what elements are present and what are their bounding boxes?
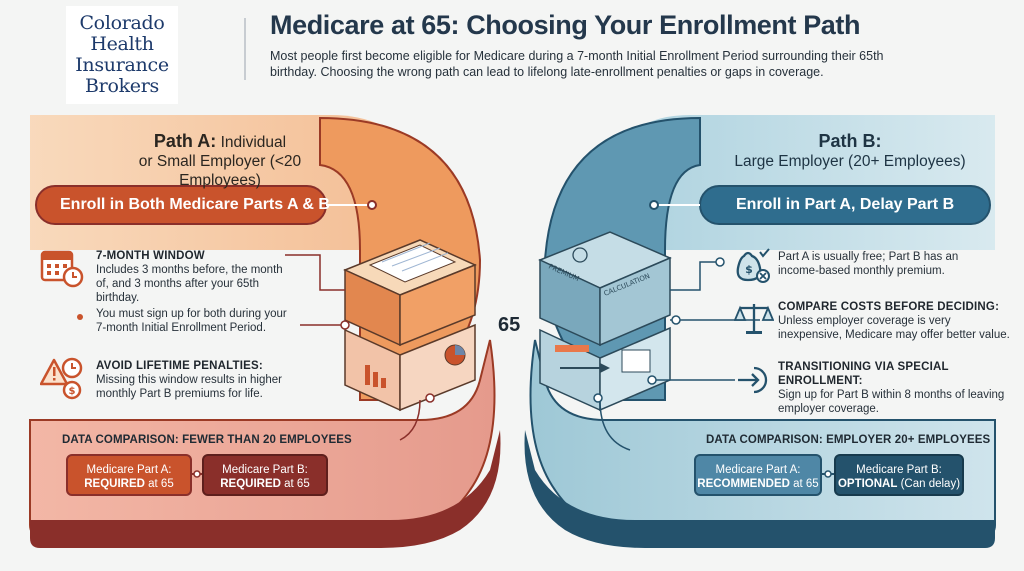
- page-title: Medicare at 65: Choosing Your Enrollment…: [270, 10, 861, 40]
- item-text: Sign up for Part B within 8 months of le…: [778, 389, 1005, 415]
- chip-name: Medicare Part B:: [856, 464, 942, 476]
- path-a-label: Path A:: [153, 131, 217, 151]
- item-heading: AVOID LIFETIME PENALTIES:: [96, 360, 263, 372]
- path-b-item-compare: COMPARE COSTS BEFORE DECIDING: Unless em…: [778, 300, 1010, 342]
- path-a-audience-line1: Individual: [220, 134, 287, 151]
- path-a-cube-stack: [343, 239, 477, 412]
- chip-suffix: at 65: [789, 478, 819, 490]
- item-text: Unless employer coverage is very inexpen…: [778, 315, 1010, 341]
- path-a-chip-part-b: Medicare Part B: REQUIRED at 65: [202, 454, 328, 496]
- chip-suffix: at 65: [280, 478, 310, 490]
- item-text: You must sign up for both during your 7-…: [96, 308, 287, 334]
- path-b-label: Path B:: [818, 131, 882, 151]
- path-a-item-signup: You must sign up for both during your 7-…: [96, 307, 296, 335]
- svg-text:$: $: [745, 263, 753, 276]
- cube-label-premium: PREMIUM: [547, 263, 580, 284]
- calendar-clock-icon: [40, 250, 84, 288]
- item-text: Missing this window results in higher mo…: [96, 374, 282, 400]
- path-b-heading: Path B: Large Employer (20+ Employees): [700, 132, 1000, 171]
- path-a-action: Enroll in Both Medicare Parts A & B: [60, 196, 330, 213]
- cube-label-calculation: CALCULATION: [603, 272, 651, 298]
- money-bag-icon: $: [736, 248, 770, 283]
- path-b-chip-part-a: Medicare Part A: RECOMMENDED at 65: [694, 454, 822, 496]
- chip-status: REQUIRED: [220, 478, 281, 490]
- page-subtitle: Most people first become eligible for Me…: [270, 49, 884, 79]
- chip-suffix: (Can delay): [897, 478, 961, 490]
- path-a-item-penalties: AVOID LIFETIME PENALTIES: Missing this w…: [96, 359, 296, 401]
- title-divider: [244, 18, 246, 80]
- logo-line: Brokers: [85, 75, 159, 97]
- transition-arrow-icon: [738, 366, 768, 394]
- path-a-connectors: [285, 254, 421, 441]
- company-logo: Colorado Health Insurance Brokers: [66, 6, 178, 104]
- svg-text:$: $: [69, 386, 76, 397]
- logo-line: Health: [90, 33, 154, 55]
- path-b-bottom-lip: [524, 430, 995, 548]
- item-heading: COMPARE COSTS BEFORE DECIDING:: [778, 301, 1000, 313]
- chip-name: Medicare Part A:: [86, 464, 172, 476]
- scales-icon: [734, 304, 774, 334]
- path-b-chip-part-b: Medicare Part B: OPTIONAL (Can delay): [834, 454, 964, 496]
- path-b-item-costs: Part A is usually free; Part B has an in…: [778, 250, 978, 278]
- chip-status: REQUIRED: [84, 478, 145, 490]
- logo-line: Insurance: [75, 54, 169, 76]
- item-heading: 7-MONTH WINDOW: [96, 250, 205, 262]
- path-a-chip-part-a: Medicare Part A: REQUIRED at 65: [66, 454, 192, 496]
- item-text: Part A is usually free; Part B has an in…: [778, 251, 959, 277]
- path-a-bottom-lip: [30, 430, 501, 548]
- chip-suffix: at 65: [144, 478, 174, 490]
- path-b-item-transition: TRANSITIONING VIA SPECIAL ENROLLMENT: Si…: [778, 360, 1010, 416]
- item-text: Includes 3 months before, the month of, …: [96, 264, 283, 304]
- path-b-action: Enroll in Part A, Delay Part B: [736, 196, 955, 213]
- chip-name: Medicare Part B:: [222, 464, 308, 476]
- warning-clock-dollar-icon: $: [40, 357, 83, 400]
- chip-name: Medicare Part A:: [715, 464, 801, 476]
- path-a-comparison-title: DATA COMPARISON: FEWER THAN 20 EMPLOYEES: [62, 434, 352, 446]
- path-a-heading: Path A: Individual or Small Employer (<2…: [100, 132, 340, 190]
- age-65-label: 65: [498, 314, 521, 336]
- path-a-audience-line2: or Small Employer (<20 Employees): [138, 153, 302, 189]
- path-b-cube-stack: [538, 231, 672, 412]
- path-b-audience-line1: Large Employer (20+ Employees): [734, 153, 966, 170]
- path-b-comparison-title: DATA COMPARISON: EMPLOYER 20+ EMPLOYEES: [706, 434, 991, 446]
- chip-status: OPTIONAL: [837, 478, 898, 490]
- item-heading: TRANSITIONING VIA SPECIAL ENROLLMENT:: [778, 361, 949, 387]
- path-a-item-window: 7-MONTH WINDOW Includes 3 months before,…: [96, 249, 296, 305]
- logo-line: Colorado: [79, 12, 165, 34]
- chip-status: RECOMMENDED: [697, 478, 790, 490]
- bullet-dot-icon: [77, 314, 83, 320]
